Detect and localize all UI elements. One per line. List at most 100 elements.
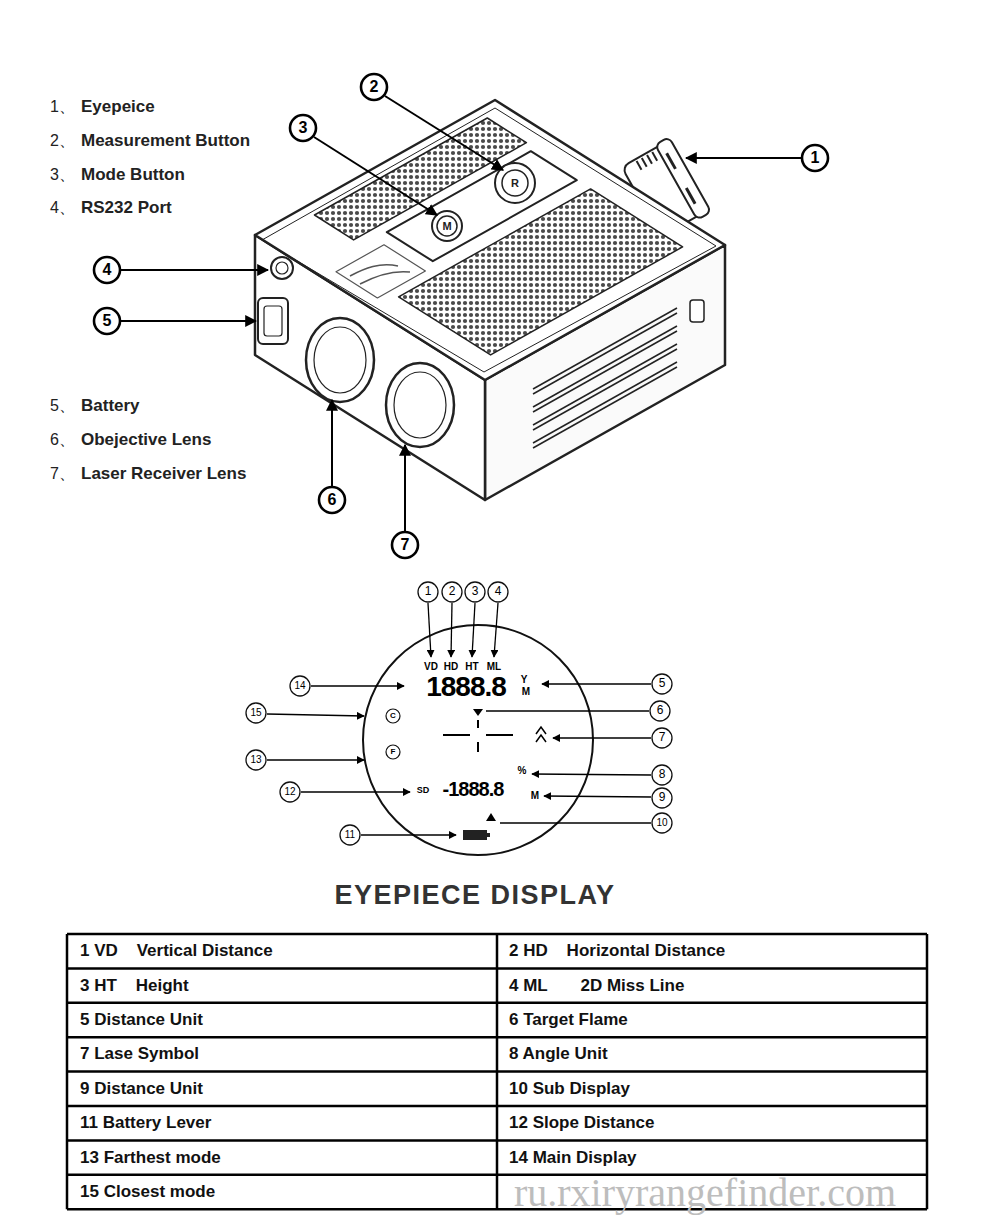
callout-number: 3: [472, 585, 479, 599]
eyepiece-display: [451, 603, 452, 657]
table-cell: 14 Main Display: [509, 1148, 637, 1168]
part-name: Obejective Lens: [81, 430, 211, 450]
mode-symbol: F: [391, 747, 396, 756]
rangefinder-body: [264, 306, 282, 336]
eyepiece-display: [267, 603, 651, 835]
table-cell: 3 HT Height: [80, 976, 189, 996]
unit-symbol: %: [518, 765, 527, 777]
table-grid: [66, 934, 69, 1209]
leader-arrows: [121, 320, 256, 322]
callout-number: 7: [659, 731, 666, 745]
callout-number: 4: [495, 585, 502, 599]
table-cell: 8 Angle Unit: [509, 1045, 608, 1065]
rangefinder-body: [533, 326, 677, 407]
eyepiece-display: [486, 710, 649, 711]
callout-number: 2: [449, 585, 456, 599]
eyepiece-drawing: [652, 152, 657, 161]
eyepiece-display: [418, 582, 438, 602]
leader-arrows: [121, 269, 268, 271]
unit-symbol: Y: [521, 674, 528, 686]
eyepiece-display: [477, 720, 479, 728]
callout-number: 1: [425, 585, 432, 599]
eyepiece-display: [494, 603, 498, 657]
eyepiece-display: [542, 683, 651, 684]
part-name: RS232 Port: [81, 198, 172, 218]
leader-arrows: [404, 445, 406, 531]
rangefinder-body: [387, 151, 577, 261]
eyepiece-display: [386, 745, 400, 759]
part-number: 6、: [50, 431, 75, 449]
callout-number: 8: [659, 768, 666, 782]
callout-circles: [392, 532, 418, 558]
eyepiece-display: [486, 734, 513, 736]
eyepiece-drawing: [642, 158, 647, 167]
eyepiece-display: [486, 813, 496, 821]
callout-number: 6: [657, 704, 664, 718]
callout-number: 2: [370, 78, 379, 96]
part-number: 1、: [50, 98, 75, 116]
eyepiece-display: [340, 825, 360, 845]
callout-circles: [290, 115, 316, 141]
eyepiece-display: [652, 788, 672, 808]
callout-number: 7: [401, 536, 410, 554]
table-cell: 9 Distance Unit: [80, 1079, 203, 1099]
rangefinder-body: [533, 344, 677, 425]
rangefinder-body: [533, 308, 677, 389]
rangefinder-body: [502, 170, 528, 196]
eyepiece-display: [443, 720, 513, 752]
leader-arrows: [385, 96, 503, 170]
table-grid: [926, 934, 929, 1209]
eyepiece-display: [428, 603, 431, 657]
callout-number: 9: [659, 791, 666, 805]
table-cell: 1 VD Vertical Distance: [80, 941, 273, 961]
table-cell: 4 ML 2D Miss Line: [509, 976, 684, 996]
rangefinder-body: [386, 363, 454, 447]
rangefinder-body: [258, 298, 288, 344]
button-letter: M: [442, 220, 451, 233]
eyepiece-drawing: [647, 155, 652, 164]
display-digits: 1888.8: [426, 671, 506, 703]
rangefinder-body: [314, 327, 366, 393]
callout-number: 12: [284, 786, 295, 798]
table-cell: 6 Target Flame: [509, 1010, 628, 1030]
eyepiece-display: [652, 813, 672, 833]
eyepiece-display: [443, 734, 470, 736]
rangefinder-body: [533, 362, 677, 443]
eyepiece-drawing: [637, 161, 642, 170]
eyepiece-display: [487, 833, 490, 837]
callout-number: 10: [656, 817, 667, 829]
table-cell: 2 HD Horizontal Distance: [509, 941, 725, 961]
table-cell: 12 Slope Distance: [509, 1113, 655, 1133]
eyepiece-drawing: [667, 153, 676, 169]
callout-circles: [94, 257, 120, 283]
table-cell: 10 Sub Display: [509, 1079, 630, 1099]
part-number: 2、: [50, 132, 75, 150]
part-number: 3、: [50, 166, 75, 184]
rangefinder-body: [533, 367, 677, 448]
callout-number: 3: [299, 119, 308, 137]
callout-circles: [319, 487, 345, 513]
eyepiece-display: [361, 834, 456, 835]
eyepiece-display: [652, 728, 672, 748]
callout-number: 5: [103, 312, 112, 330]
callout-number: 6: [328, 491, 337, 509]
eyepiece-display: [477, 742, 479, 752]
rangefinder-body: [271, 257, 293, 279]
eyepiece-display: [465, 582, 485, 602]
eyepiece-display: [311, 685, 404, 686]
eyepiece-display: [652, 674, 672, 694]
part-name: Mode Button: [81, 165, 185, 185]
leader-arrows: [331, 400, 333, 486]
rangefinder-body: [255, 100, 725, 500]
eyepiece-display: [532, 774, 651, 775]
display-digits: -1888.8: [443, 778, 504, 801]
rangefinder-body: [533, 308, 677, 448]
rangefinder-body: [276, 262, 288, 274]
rangefinder-body: [533, 313, 677, 394]
leader-arrows: [686, 157, 801, 159]
rangefinder-body: [533, 331, 677, 412]
unit-symbol: M: [531, 790, 539, 802]
eyepiece-display: [473, 709, 483, 716]
rangefinder-body: [437, 216, 457, 236]
table-grid: [496, 934, 499, 1209]
